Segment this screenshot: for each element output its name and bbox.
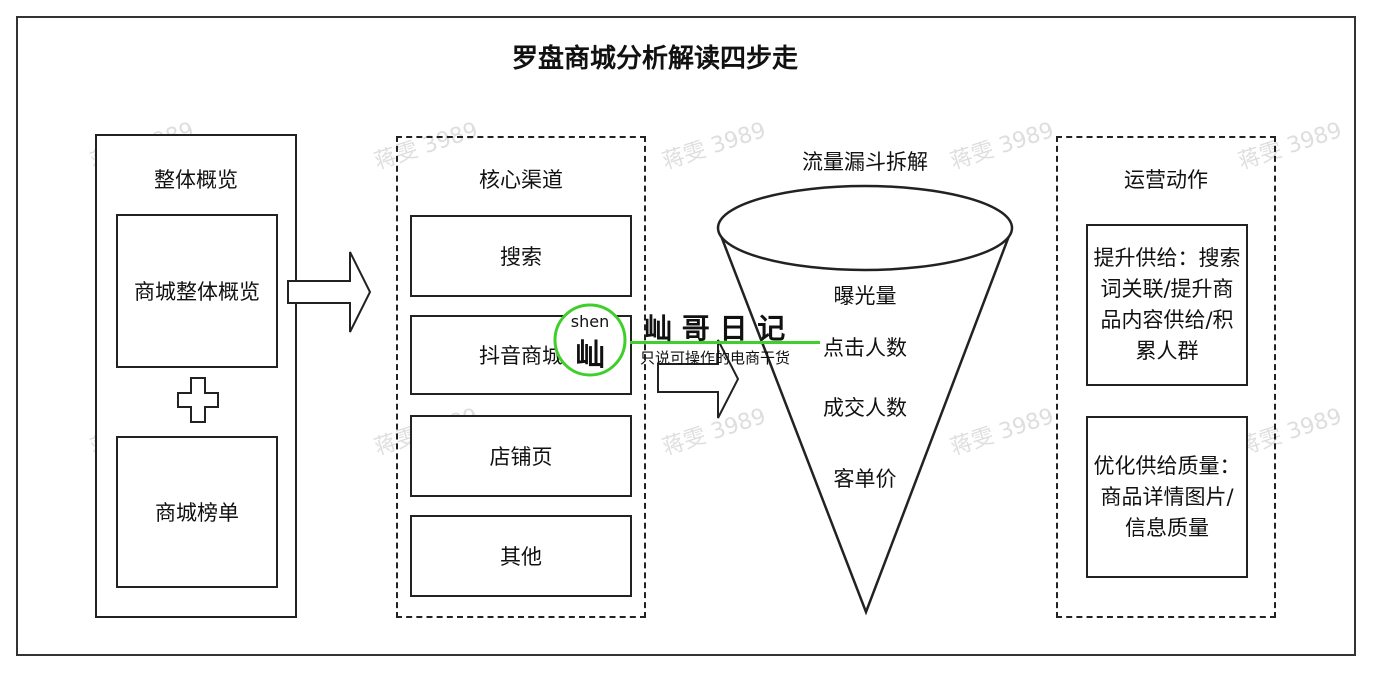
overview-item-label: 商城榜单	[155, 501, 239, 525]
brand-logo-small: shen	[570, 312, 610, 331]
operations-heading: 运营动作	[1124, 168, 1208, 192]
diagram-frame	[16, 16, 1356, 656]
brand-divider	[630, 341, 820, 344]
brand-name: 屾 哥 日 记	[644, 312, 786, 345]
brand-logo-ring	[553, 303, 627, 377]
channel-box-store: 店铺页	[410, 415, 632, 497]
funnel-heading: 流量漏斗拆解	[802, 150, 928, 174]
diagram-title: 罗盘商城分析解读四步走	[511, 44, 798, 74]
channels-panel	[396, 136, 646, 618]
funnel-stage: 点击人数	[823, 336, 907, 360]
channels-heading: 核心渠道	[479, 168, 563, 192]
overview-box-ranking: 商城榜单	[116, 436, 278, 588]
operations-box-supply: 提升供给：搜索词关联/提升商品内容供给/积累人群	[1086, 224, 1248, 386]
right-arrow-icon	[287, 251, 372, 333]
funnel-stage: 客单价	[833, 467, 897, 491]
channel-label: 搜索	[500, 245, 542, 269]
operations-box-quality: 优化供给质量：商品详情图片/信息质量	[1086, 416, 1248, 578]
funnel-stage: 曝光量	[833, 284, 897, 308]
brand-logo-char: 屾	[575, 338, 605, 373]
operations-panel	[1056, 136, 1276, 618]
funnel-shape	[716, 184, 1014, 616]
channel-label: 抖音商城	[479, 344, 563, 368]
channel-box-search: 搜索	[410, 215, 632, 297]
channel-label: 其他	[500, 545, 542, 569]
right-arrow-icon	[657, 339, 740, 419]
channel-box-other: 其他	[410, 515, 632, 597]
operations-item-label: 提升供给：搜索词关联/提升商品内容供给/积累人群	[1093, 246, 1241, 363]
funnel-stage: 成交人数	[823, 396, 907, 420]
overview-item-label: 商城整体概览	[134, 280, 260, 304]
operations-item-label: 优化供给质量：商品详情图片/信息质量	[1093, 453, 1241, 540]
plus-icon	[177, 377, 219, 423]
overview-heading: 整体概览	[154, 168, 238, 192]
overview-box-main: 商城整体概览	[116, 214, 278, 368]
brand-tagline: 只说可操作的电商干货	[640, 349, 791, 367]
channel-label: 店铺页	[489, 445, 553, 469]
